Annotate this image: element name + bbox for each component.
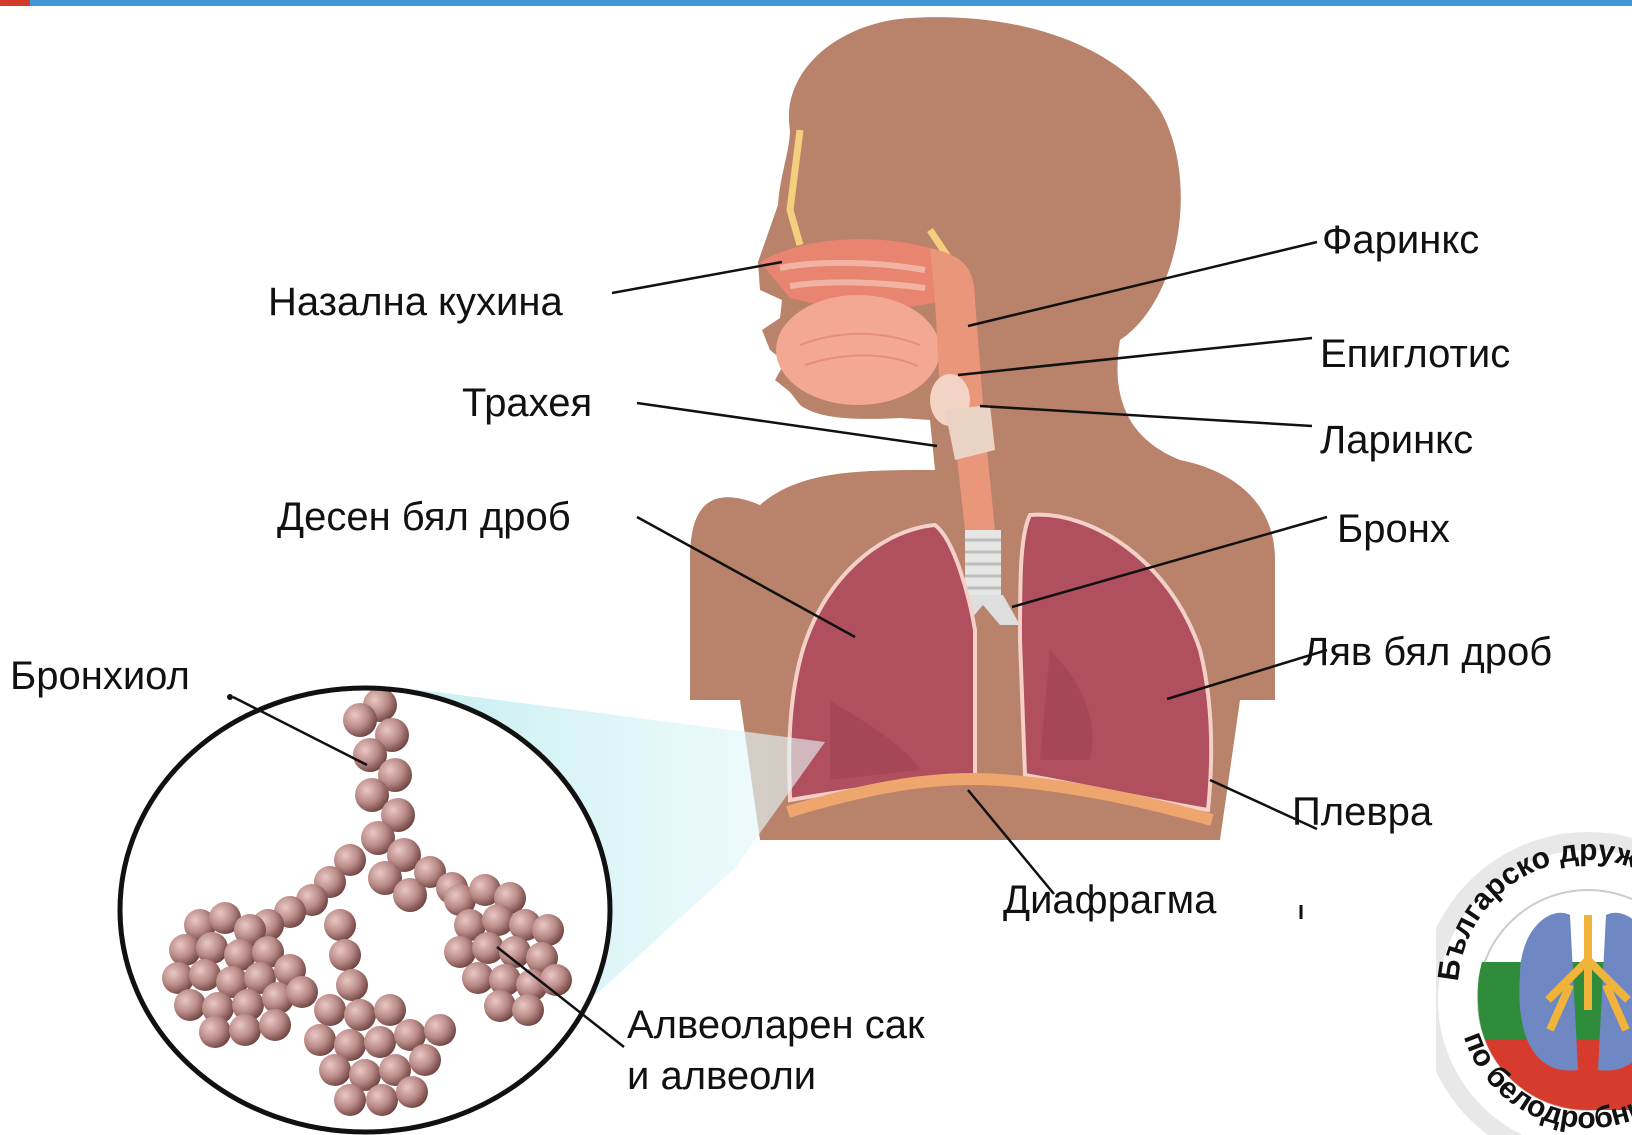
top-accent-red: [0, 0, 30, 6]
label-bronchiole: Бронхиол: [10, 656, 190, 696]
label-left-lung: Ляв бял дроб: [1303, 632, 1552, 672]
leader-nasal-cavity: [612, 262, 782, 293]
label-pleura: Плевра: [1292, 792, 1432, 832]
bronchiole-dot: [227, 694, 233, 700]
label-larynx: Ларинкс: [1320, 420, 1473, 460]
label-alveolar-sac-line1: Алвеоларен сак: [627, 1000, 924, 1051]
label-alveolar-sac-line2: и алвеоли: [627, 1051, 924, 1102]
label-bronchus: Бронх: [1337, 509, 1450, 549]
society-logo: Българско друже по белодробни бо: [1420, 832, 1632, 1135]
label-pharynx: Фаринкс: [1322, 220, 1479, 260]
tongue-shape: [776, 295, 940, 405]
trachea-rings: [965, 530, 1001, 600]
label-trachea: Трахея: [462, 383, 592, 423]
label-epiglottis: Епиглотис: [1320, 334, 1510, 374]
label-right-lung: Десен бял дроб: [277, 497, 571, 537]
label-alveolar-sac: Алвеоларен сак и алвеоли: [627, 1000, 924, 1102]
label-diaphragm: Диафрагма: [1003, 880, 1216, 920]
top-accent-bar: [0, 0, 1632, 6]
label-nasal-cavity: Назална кухина: [268, 282, 563, 322]
